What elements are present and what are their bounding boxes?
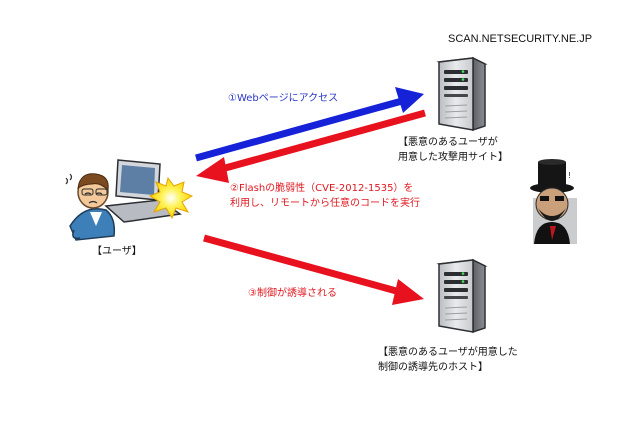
hacker-icon: ! <box>530 159 577 244</box>
step3-label: ③制御が誘導される <box>248 286 337 299</box>
arrow-step1-blue <box>195 87 424 162</box>
arrow-step2-red <box>196 109 426 183</box>
attack-site-label-line1: 【悪意のあるユーザが <box>398 135 498 148</box>
control-host-label-line2: 制御の誘導先のホスト】 <box>378 360 488 373</box>
control-host-label-line1: 【悪意のあるユーザが用意した <box>378 345 518 358</box>
server-icon <box>438 57 486 131</box>
watermark-text: SCAN.NETSECURITY.NE.JP <box>448 33 592 45</box>
step2-label-line1: ②Flashの脆弱性（CVE-2012-1535）を <box>230 181 413 194</box>
arrow-step3-red <box>203 234 424 305</box>
explosion-icon <box>148 176 194 220</box>
attack-site-label-line2: 用意した攻撃用サイト】 <box>398 150 508 163</box>
server-icon <box>438 259 486 333</box>
step1-label: ①Webページにアクセス <box>228 92 338 104</box>
step2-label-line2: 利用し、リモートから任意のコードを実行 <box>230 196 420 209</box>
svg-text:!: ! <box>568 171 571 180</box>
user-with-laptop-icon <box>65 159 182 241</box>
user-label: 【ユーザ】 <box>92 245 142 257</box>
